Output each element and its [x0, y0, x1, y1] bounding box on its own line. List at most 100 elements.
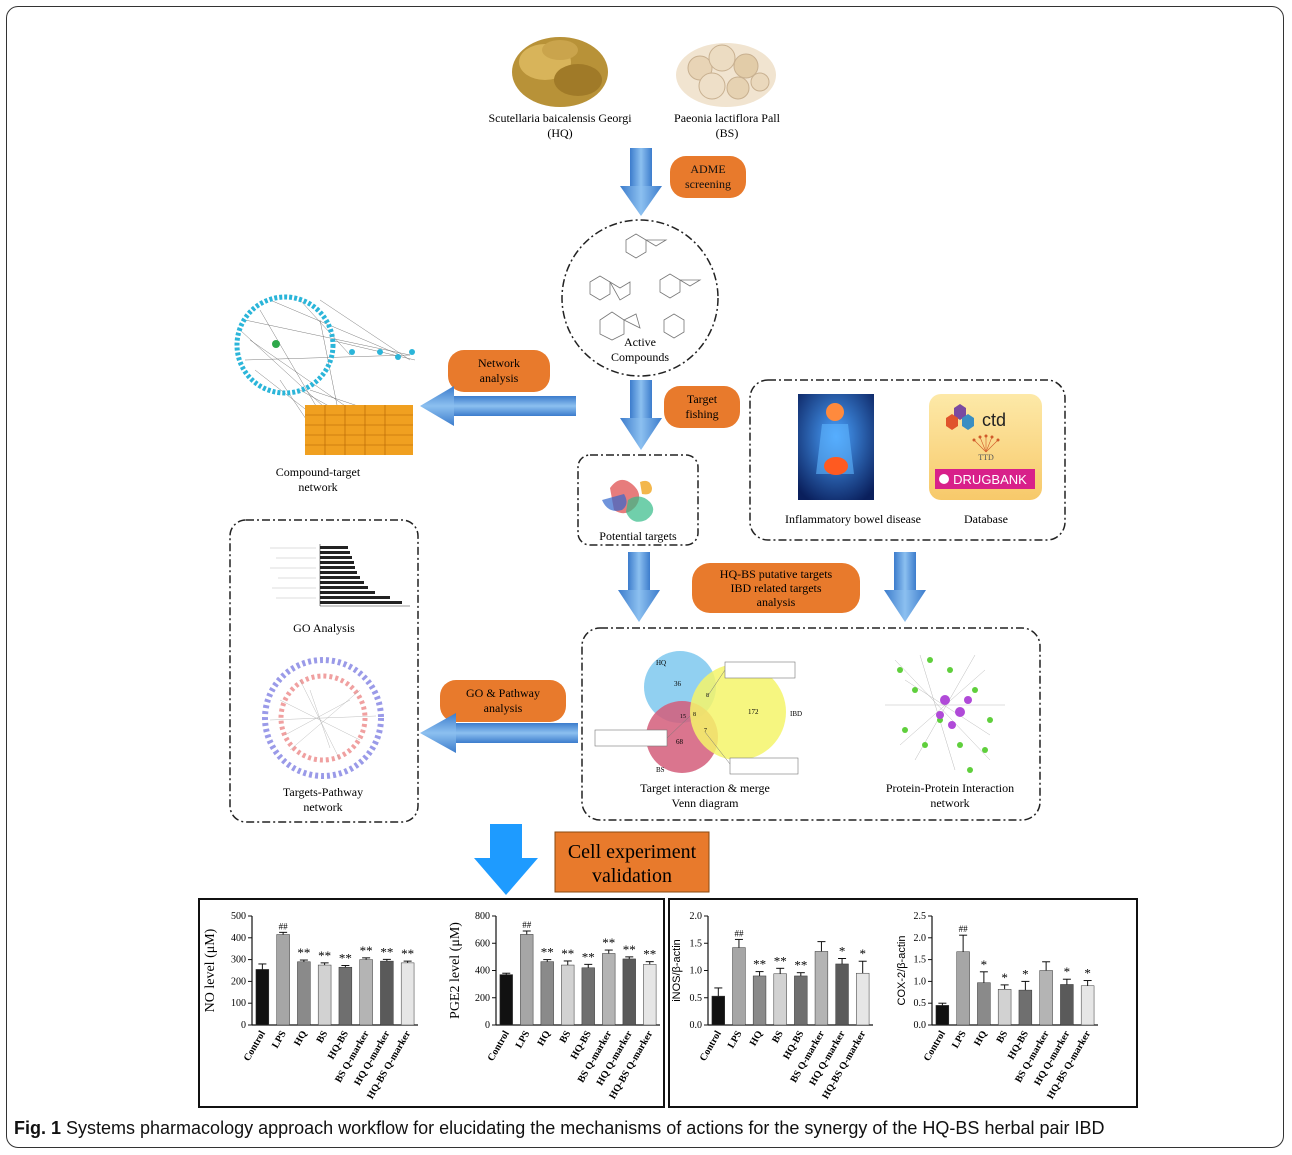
ibd-body-image — [798, 394, 874, 500]
y-tick-label: 200 — [475, 993, 490, 1004]
bar — [1060, 984, 1074, 1026]
x-tick-label: BS — [995, 1029, 1011, 1045]
active-compounds-line2: Compounds — [611, 350, 669, 364]
bar — [773, 973, 787, 1026]
bs-herb-abbr: (BS) — [716, 126, 739, 140]
drugbank-logo: DRUGBANK — [935, 469, 1035, 489]
significance-label: * — [981, 957, 988, 972]
x-tick-label: BS — [315, 1029, 331, 1045]
significance-label: ** — [623, 942, 636, 957]
chart-panel-right — [668, 898, 1138, 1108]
cell-experiment-line2: validation — [592, 865, 672, 887]
bar — [977, 982, 991, 1026]
significance-label: * — [1064, 964, 1071, 979]
y-tick-label: 0.5 — [914, 998, 927, 1009]
bar — [499, 974, 513, 1026]
significance-label: ** — [774, 953, 787, 968]
go-analysis-label: GO Analysis — [293, 621, 355, 635]
network-analysis-line2: analysis — [480, 371, 519, 385]
y-tick-label: 1.0 — [914, 976, 927, 987]
x-tick-label: BS — [558, 1029, 574, 1045]
significance-label: ** — [794, 958, 807, 973]
ttd-logo: TTD — [972, 434, 1000, 462]
bar — [1080, 985, 1095, 1026]
venn-bs-count: 68 — [676, 738, 684, 746]
x-tick-label: BS — [770, 1029, 786, 1045]
bar — [602, 953, 616, 1026]
bar — [935, 1005, 950, 1026]
putative-line2: IBD related targets — [730, 581, 821, 595]
significance-label: ** — [561, 946, 574, 961]
y-tick-label: 1.0 — [690, 966, 703, 977]
significance-label: ## — [522, 920, 532, 930]
venn-ibd-label: IBD — [790, 710, 802, 718]
bar — [711, 995, 725, 1026]
putative-line3: analysis — [757, 595, 796, 609]
figure-frame — [6, 6, 1284, 1148]
ctd-text: ctd — [982, 410, 1006, 430]
adme-label-line1: ADME — [690, 162, 725, 176]
database-logos: ctd TTD DRUGBANK — [929, 394, 1042, 500]
y-tick-label: 0 — [241, 1020, 246, 1031]
bar — [956, 951, 970, 1026]
bar — [1018, 989, 1033, 1026]
target-fishing-line2: fishing — [685, 407, 718, 421]
compound-target-line1: Compound-target — [276, 465, 361, 479]
go-bar-chart-image — [270, 544, 410, 607]
bar — [561, 964, 575, 1026]
y-tick-label: 0 — [485, 1020, 490, 1031]
y-tick-label: 1.5 — [914, 955, 927, 966]
significance-label: ** — [643, 947, 656, 962]
arrow-left-network — [420, 386, 576, 426]
venn-bs-label: BS — [656, 766, 665, 774]
ppi-label-line2: network — [930, 796, 969, 810]
target-fishing-line1: Target — [687, 392, 718, 406]
drugbank-text: DRUGBANK — [953, 472, 1027, 487]
targets-pathway-network-image — [262, 657, 384, 779]
go-analysis-box — [229, 519, 419, 823]
y-tick-label: 400 — [231, 933, 246, 944]
significance-label: ** — [541, 945, 554, 960]
arrow-down-cell-experiment — [474, 824, 538, 895]
y-tick-label: 800 — [475, 911, 490, 922]
bar — [732, 947, 746, 1026]
bar — [400, 962, 415, 1026]
significance-label: ** — [339, 950, 352, 965]
y-tick-label: 2.5 — [914, 911, 927, 922]
bs-herb-name: Paeonia lactiflora Pall — [674, 111, 781, 125]
ibd-label: Inflammatory bowel disease — [785, 512, 921, 526]
y-tick-label: 200 — [231, 976, 246, 987]
significance-label: ** — [582, 949, 595, 964]
significance-label: ** — [380, 944, 393, 959]
ppi-label-line1: Protein-Protein Interaction — [886, 781, 1014, 795]
potential-targets-label: Potential targets — [599, 529, 677, 543]
y-axis-label: COX-2/β-actin — [896, 936, 908, 1006]
y-tick-label: 2.0 — [914, 933, 927, 944]
bar — [997, 988, 1012, 1026]
bar — [520, 934, 534, 1026]
compound-target-network-image — [234, 294, 416, 455]
go-pathway-line2: analysis — [484, 701, 523, 715]
venn-ibd-circle — [690, 664, 786, 760]
venn-ibd-count: 172 — [748, 708, 759, 716]
go-pathway-line1: GO & Pathway — [466, 686, 540, 700]
y-tick-label: 100 — [231, 998, 246, 1009]
bar — [856, 972, 870, 1026]
bar — [643, 964, 657, 1026]
y-tick-label: 0.0 — [914, 1020, 927, 1031]
bar — [581, 967, 595, 1026]
bar — [359, 959, 373, 1026]
caption-label: Fig. 1 — [14, 1118, 62, 1138]
adme-label-box: ADME screening — [670, 156, 746, 198]
cell-experiment-label-box: Cell experiment validation — [554, 831, 710, 893]
bar — [540, 961, 554, 1026]
venn-all-count: 8 — [693, 712, 696, 718]
y-axis-label: iNOS/β-actin — [671, 939, 683, 1002]
venn-diagram: HQ BS IBD 36 68 172 15 8 8 7 — [594, 651, 802, 775]
ppi-network-image — [885, 654, 1005, 773]
putative-targets-label-box: HQ-BS putative targets IBD related targe… — [692, 563, 860, 613]
bar — [794, 975, 808, 1026]
cell-experiment-line1: Cell experiment — [568, 841, 697, 863]
bar — [752, 975, 767, 1026]
figure-caption: Fig. 1 Systems pharmacology approach wor… — [14, 1118, 1105, 1139]
